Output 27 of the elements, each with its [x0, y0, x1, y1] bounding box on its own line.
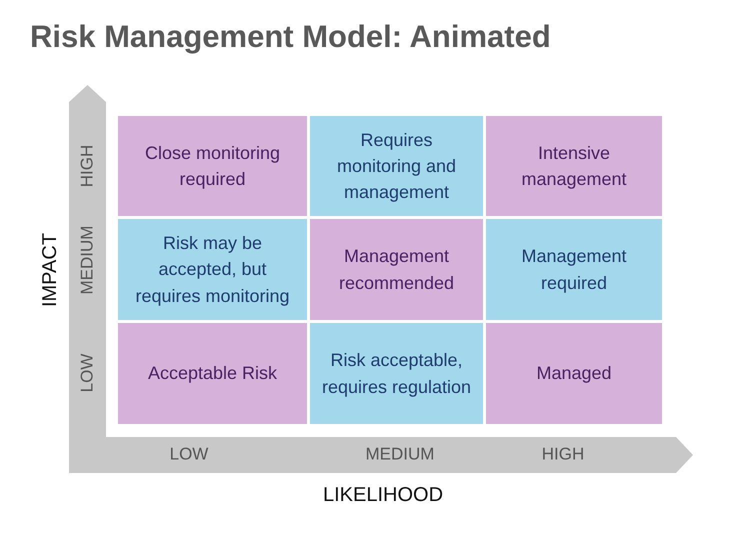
page-title: Risk Management Model: Animated [30, 19, 551, 55]
axis-tick-label: LOW [78, 354, 98, 392]
axis-tick-label: MEDIUM [78, 226, 98, 294]
risk-response-text: Management required [520, 245, 628, 295]
risk-matrix-cell [486, 116, 662, 216]
risk-matrix-cell [486, 323, 662, 424]
axis-tick-label: LOW [170, 446, 208, 464]
risk-matrix-cell [310, 116, 483, 216]
axis-tick-label: MEDIUM [366, 446, 434, 464]
risk-response-text: Requires monitoring and management [336, 128, 458, 204]
axis-tick-label: HIGH [78, 144, 98, 188]
risk-response-text: Managed [536, 362, 612, 386]
risk-response-text: Risk acceptable, requires regulation [320, 349, 472, 399]
risk-matrix-cell [118, 323, 307, 424]
risk-matrix-cell [118, 219, 307, 320]
risk-matrix-cell [310, 323, 483, 424]
risk-matrix-cell [310, 219, 483, 320]
risk-matrix-cell [486, 219, 662, 320]
risk-response-text: Management recommended [338, 245, 456, 294]
risk-response-text: Acceptable Risk [148, 362, 278, 386]
axis-tick-label: HIGH [542, 446, 584, 464]
risk-response-text: Close monitoring required [144, 142, 282, 191]
risk-response-text: Risk may be accepted, but requires monitoring [134, 232, 291, 308]
risk-response-text: Intensive management [520, 142, 628, 191]
risk-matrix-cell [118, 116, 307, 216]
horizontal-axis-title: LIKELIHOOD [322, 484, 444, 506]
vertical-axis-title: IMPACT [39, 232, 61, 308]
